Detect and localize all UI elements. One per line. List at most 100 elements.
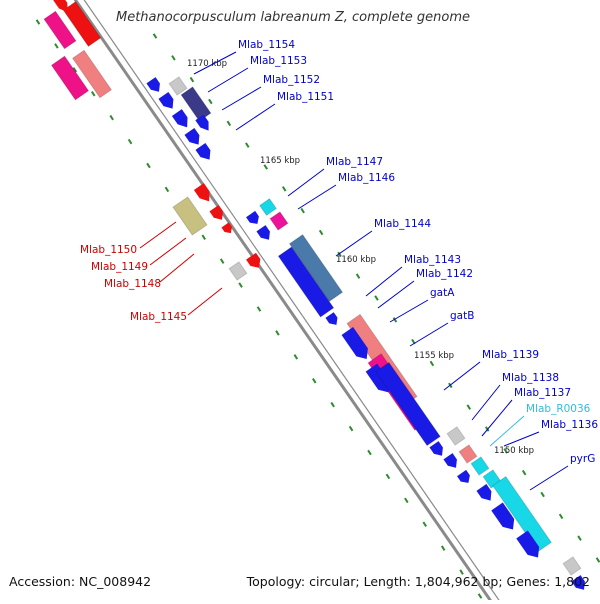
gene-label-leader: [159, 253, 195, 283]
kbp-label: 1170 kbp: [187, 59, 227, 69]
gene-arrow-blue: [516, 530, 540, 558]
tick-dash-outer: [208, 98, 213, 105]
gene-arrow-blue: [571, 575, 585, 590]
gene-label: Mlab_1145: [130, 311, 187, 323]
gene-label-leader: [409, 322, 449, 347]
tick-dash-outer: [503, 448, 508, 454]
gene-block-pink: [43, 10, 77, 50]
gene-label-leader: [503, 431, 540, 447]
tick-dash-inner: [219, 258, 225, 264]
gene-block-olive: [172, 196, 208, 236]
tick-dash-inner: [109, 114, 114, 121]
gene-label: Mlab_1153: [250, 55, 307, 67]
gene-label-leader: [529, 465, 569, 491]
tick-dash-outer: [337, 251, 342, 258]
gene-label: Mlab_1148: [104, 278, 161, 290]
tick-dash-outer: [466, 404, 472, 410]
gene-label-leader: [335, 230, 373, 257]
gene-block-grey: [168, 76, 188, 96]
tick-dash-inner: [404, 497, 409, 504]
gene-label-leader: [389, 299, 429, 323]
tick-dash-inner: [146, 162, 151, 169]
gene-block-cyan: [491, 475, 553, 553]
gene-arrow-blue: [184, 128, 200, 145]
backbone-line: [73, 0, 495, 604]
tick-dash-inner: [201, 234, 206, 240]
tick-dash-inner: [385, 473, 391, 480]
gene-label: Mlab_1146: [338, 172, 395, 184]
gene-label: gatB: [450, 310, 474, 322]
tick-dash-inner: [422, 521, 427, 527]
gene-arrow-blue: [195, 143, 211, 160]
gene-label-leader: [481, 399, 513, 437]
gene-block-blue: [375, 361, 441, 447]
tick-dash-inner: [440, 545, 446, 551]
gene-arrow-blue: [443, 453, 457, 468]
tick-dash-outer: [355, 273, 361, 279]
gene-arrow-red: [221, 222, 232, 234]
gene-label: gatA: [430, 287, 455, 299]
gene-arrow-red: [52, 0, 68, 13]
tick-dash-outer: [245, 142, 250, 148]
tick-dash-inner: [91, 91, 96, 97]
gene-label: Mlab_1136: [541, 419, 598, 431]
gene-label-leader: [221, 86, 262, 111]
gene-block-steel: [288, 233, 344, 303]
tick-dash-outer: [540, 491, 545, 498]
gene-label-leader: [187, 287, 223, 316]
gene-label: Mlab_1154: [238, 39, 295, 51]
kbp-label: 1155 kbp: [414, 351, 454, 361]
gene-arrow-blue: [365, 363, 390, 393]
map-title: Methanocorpusculum labreanum Z, complete…: [116, 10, 470, 25]
tick-dash-outer: [281, 186, 287, 192]
gene-label-leader: [139, 221, 177, 249]
gene-label: Mlab_1150: [80, 244, 137, 256]
gene-arrow-blue: [256, 225, 270, 240]
tick-dash-outer: [521, 469, 527, 476]
tick-dash-inner: [164, 186, 170, 193]
gene-block-grey: [562, 556, 582, 576]
tick-dash-inner: [293, 354, 299, 360]
gene-block-salmon: [71, 49, 113, 99]
gene-label-leader: [489, 415, 525, 447]
tick-dash-inner: [477, 593, 483, 599]
gene-label-leader: [297, 184, 337, 210]
tick-dash-inner: [367, 449, 372, 456]
tick-dash-inner: [330, 401, 335, 408]
gene-block-grey: [446, 426, 466, 446]
tick-dash-outer: [429, 360, 435, 367]
gene-label: Mlab_1139: [482, 349, 539, 361]
tick-dash-inner: [348, 425, 354, 432]
gene-block-pink: [50, 55, 90, 101]
gene-label: Mlab_1151: [277, 91, 334, 103]
gene-arrow-blue: [325, 312, 338, 325]
gene-label-leader: [443, 361, 481, 391]
gene-label: pyrG: [570, 453, 595, 465]
tick-dash-outer: [226, 120, 232, 127]
gene-label-leader: [207, 67, 249, 93]
tick-dash-outer: [595, 557, 600, 563]
gene-arrow-blue: [457, 469, 470, 483]
gene-block-magenta: [269, 211, 289, 231]
gene-label: Mlab_1147: [326, 156, 383, 168]
gene-arrow-blue: [171, 109, 188, 128]
gene-label-leader: [377, 280, 415, 309]
tick-dash-inner: [72, 67, 78, 73]
gene-label: Mlab_1144: [374, 218, 431, 230]
accession-text: Accession: NC_008942: [9, 574, 152, 589]
gene-label: Mlab_1138: [502, 372, 559, 384]
gene-label-leader: [235, 103, 276, 131]
tick-dash-inner: [54, 43, 59, 49]
gene-block-salmon: [458, 444, 478, 464]
tick-dash-outer: [577, 535, 582, 541]
gene-arrow-red: [246, 252, 261, 268]
tick-dash-outer: [189, 76, 195, 83]
gene-arrow-red: [209, 205, 223, 220]
gene-arrow-blue: [341, 327, 368, 359]
gene-label-leader: [149, 237, 187, 266]
tick-dash-outer: [263, 164, 268, 170]
gene-label: Mlab_1137: [514, 387, 571, 399]
gene-arrow-blue: [491, 502, 515, 530]
gene-label-leader: [193, 51, 237, 75]
